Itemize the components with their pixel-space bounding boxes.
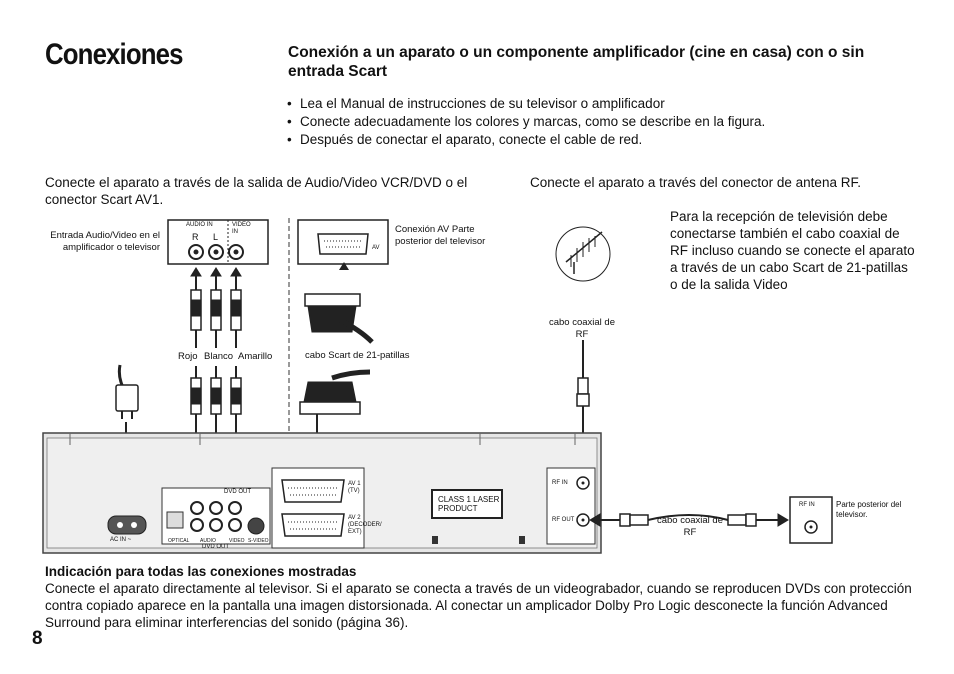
instruction-list: •Lea el Manual de instrucciones de su te… bbox=[287, 95, 887, 149]
list-item: •Después de conectar el aparato, conecte… bbox=[287, 132, 643, 147]
class1-label: CLASS 1 LASER PRODUCT bbox=[438, 495, 500, 513]
note-heading: Indicación para todas las conexiones mos… bbox=[45, 564, 357, 579]
cable-white-label: Blanco bbox=[204, 351, 234, 362]
scart-cable-label: cabo Scart de 21-patillas bbox=[305, 350, 410, 361]
tv-rf-in-label: RF IN bbox=[799, 502, 815, 508]
dvd-back-panel bbox=[42, 432, 602, 554]
bullet-icon: • bbox=[287, 132, 292, 147]
rf-paragraph: Para la recepción de televisión debe con… bbox=[670, 209, 915, 292]
cable-yellow-label: Amarillo bbox=[238, 351, 273, 362]
scart-tv-label: Conexión AV Parte posterior del televiso… bbox=[395, 224, 486, 247]
tv-rf-panel bbox=[789, 496, 833, 544]
left-instruction: Conecte el aparato a través de la salida… bbox=[45, 175, 468, 207]
audio-in-label: AUDIO IN bbox=[186, 222, 213, 228]
rca-plugs-upper bbox=[190, 267, 242, 348]
dvd-out-label: DVD OUT bbox=[202, 544, 229, 550]
av-label: AV bbox=[372, 245, 380, 251]
rf-cable-top-label: cabo coaxial de RF bbox=[548, 317, 616, 340]
video-label: VIDEO bbox=[229, 538, 245, 544]
list-item: •Lea el Manual de instrucciones de su te… bbox=[287, 96, 665, 111]
note-body: Conecte el aparato directamente al telev… bbox=[45, 581, 912, 630]
cable-red-label: Rojo bbox=[178, 351, 198, 362]
antenna-icon bbox=[555, 226, 611, 282]
section-heading: Conexión a un aparato o un componente am… bbox=[288, 44, 865, 80]
list-item: •Conecte adecuadamente los colores y mar… bbox=[287, 114, 766, 129]
audio-label: AUDIO bbox=[200, 538, 216, 544]
s-video-label: S-VIDEO bbox=[248, 538, 269, 544]
av2-label: AV 2 (DECODER/ EXT) bbox=[348, 515, 382, 535]
tv-back-label: Parte posterior del televisor. bbox=[836, 500, 902, 519]
optical-label: OPTICAL bbox=[168, 538, 190, 544]
rf-cable-horizontal bbox=[589, 513, 789, 527]
l-label: L bbox=[213, 232, 219, 242]
bullet-icon: • bbox=[287, 114, 292, 129]
rf-out-label: RF OUT bbox=[552, 517, 575, 523]
av1-label: AV 1 (TV) bbox=[348, 481, 361, 494]
ac-in-label: AC IN ~ bbox=[110, 537, 132, 543]
page-title: Conexiones bbox=[45, 38, 184, 71]
scart-plug-upper-icon bbox=[304, 293, 374, 344]
right-instruction: Conecte el aparato a través del conector… bbox=[530, 175, 861, 190]
video-in-label: VIDEO IN bbox=[232, 222, 251, 235]
rf-in-label: RF IN bbox=[552, 480, 568, 486]
tv-scart-panel bbox=[297, 219, 389, 270]
page-number: 8 bbox=[32, 628, 43, 649]
bullet-icon: • bbox=[287, 96, 292, 111]
dvd-out-top-label: DVD OUT bbox=[224, 489, 251, 495]
amp-input-label: Entrada Audio/Video en el amplificador o… bbox=[50, 230, 160, 253]
r-label: R bbox=[192, 232, 199, 242]
amplifier-input-panel bbox=[167, 219, 269, 265]
rf-cable-bottom-label: cabo coaxial de RF bbox=[656, 515, 724, 538]
